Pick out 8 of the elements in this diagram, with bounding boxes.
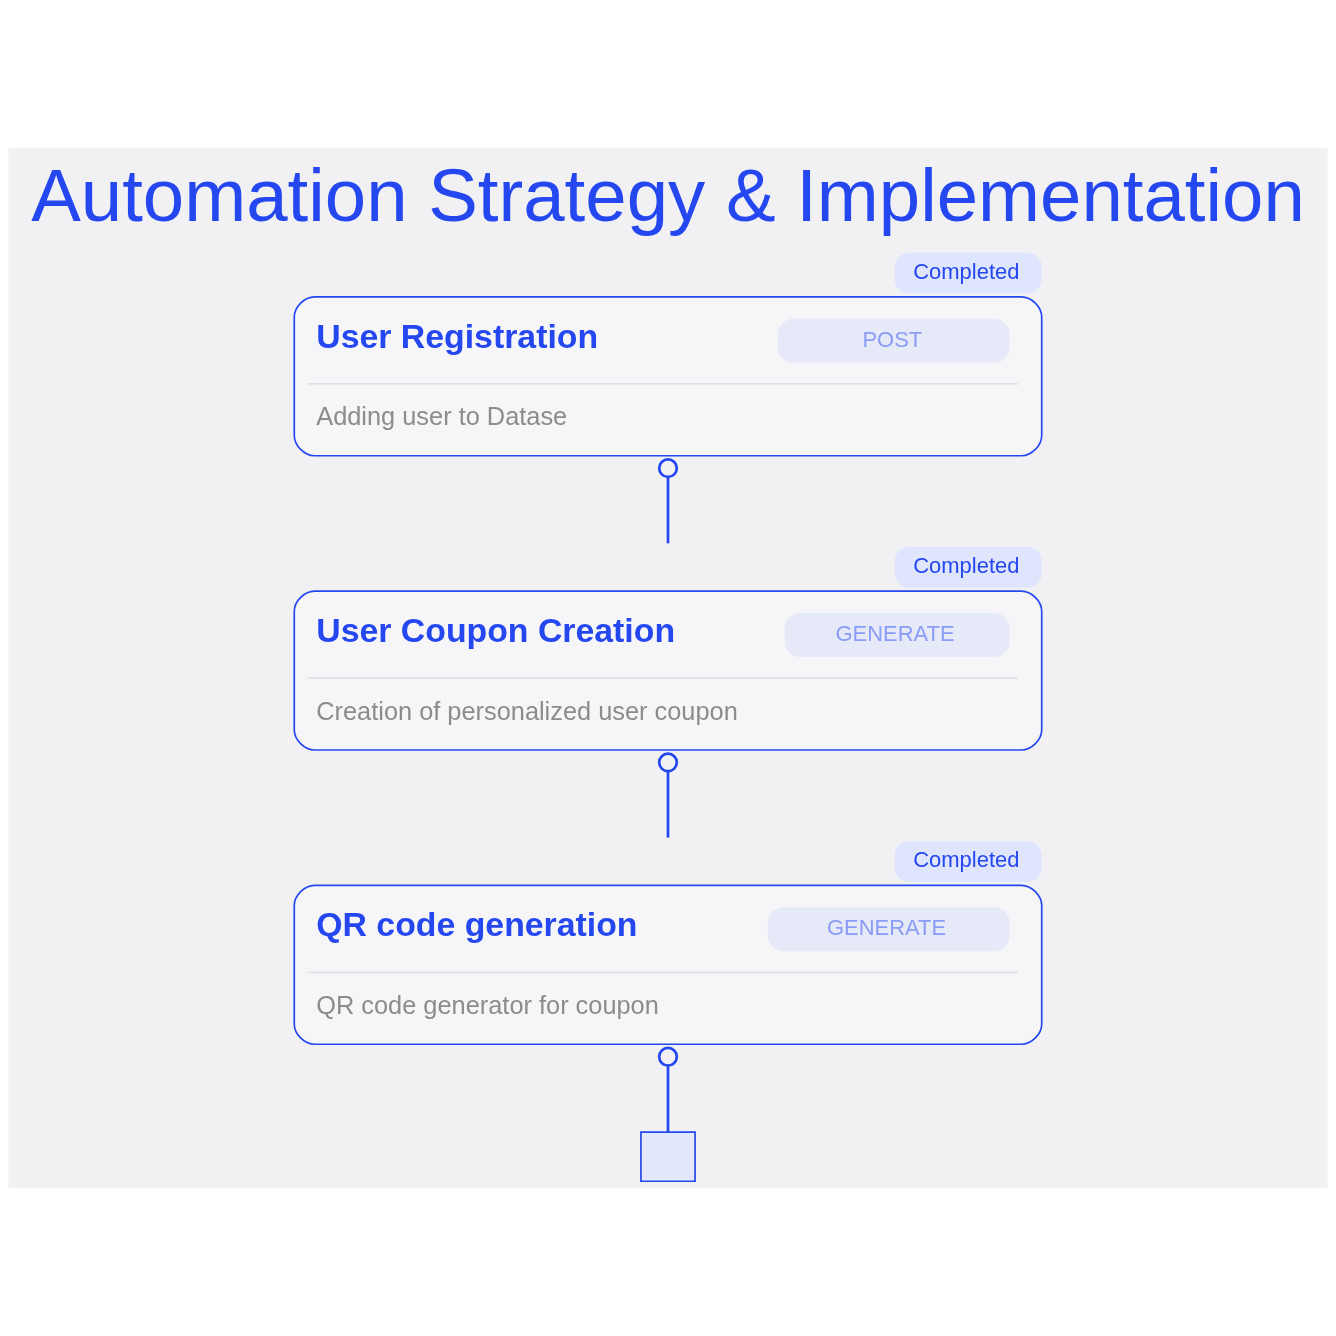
node-label: Completed	[913, 847, 1020, 873]
node-box	[640, 1131, 696, 1183]
connector	[657, 1046, 679, 1132]
node-label: Completed	[913, 258, 1020, 284]
diagram-title: Automation Strategy & Implementation	[31, 154, 1305, 238]
connector	[657, 752, 679, 838]
node-label: Completed	[913, 553, 1020, 579]
connector	[657, 458, 679, 544]
